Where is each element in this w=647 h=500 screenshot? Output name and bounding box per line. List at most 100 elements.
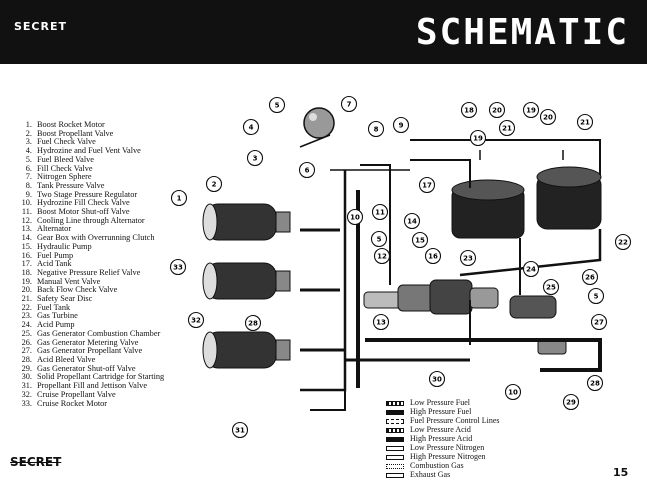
- fuel-tank: [536, 166, 602, 230]
- component-label: Hydrozine Fill Check Valve: [37, 198, 130, 208]
- component-label: Nitrogen Sphere: [37, 172, 92, 182]
- component-number: 31.: [21, 381, 32, 391]
- component-item: 30.Solid Propellant Cartridge for Starti…: [14, 373, 165, 382]
- callout-number: 5: [377, 236, 382, 244]
- component-label: Fuel Bleed Valve: [37, 154, 94, 164]
- line-key-label: Fuel Pressure Control Lines: [410, 416, 500, 425]
- component-item: 29. Gas Generator Shut-off Valve: [14, 363, 164, 374]
- component-number: 24.: [21, 320, 32, 330]
- callout-number: 8: [374, 126, 379, 134]
- component-number: 29.: [21, 363, 32, 373]
- callout-bubble: 21: [576, 113, 594, 131]
- component-label: Safety Sear Disc: [37, 294, 93, 304]
- component-number: 14.: [21, 233, 32, 243]
- component-label: Fill Check Valve: [37, 163, 93, 173]
- callout-bubble: 22: [614, 233, 632, 251]
- component-number: 16.: [21, 250, 32, 260]
- callout-bubble: 3: [246, 149, 264, 167]
- callout-number: 1: [177, 195, 182, 203]
- line-key-label: Low Pressure Acid: [410, 425, 471, 434]
- component-item: 9.Two Stage Pressure Regulator: [14, 190, 164, 200]
- component-number: 25.: [21, 328, 32, 338]
- callout-bubble: 28: [586, 374, 604, 392]
- line-key-row: Low Pressure Acid: [386, 425, 500, 434]
- component-item: 27.Gas Generator Propellant Valve: [14, 346, 164, 356]
- callout-bubble: 14: [403, 212, 421, 230]
- component-label: Gas Generator Combustion Chamber: [37, 328, 161, 338]
- callout-bubble: 29: [562, 393, 580, 411]
- callout-number: 31: [235, 427, 245, 435]
- component-label: Boost Rocket Motor: [37, 120, 105, 129]
- callout-bubble: 20: [488, 101, 506, 119]
- line-key-label: High Pressure Acid: [410, 434, 473, 443]
- component-label: Acid Bleed Valve: [37, 354, 96, 364]
- component-label: Cruise Rocket Motor: [37, 398, 108, 408]
- component-item: 20. Back Flow Check Valve: [14, 286, 164, 295]
- component-number: 12.: [21, 215, 32, 225]
- callout-bubble: 16: [424, 247, 442, 265]
- callout-bubble: 5: [268, 96, 286, 114]
- callout-number: 20: [543, 114, 553, 122]
- callout-number: 26: [585, 274, 595, 282]
- callout-bubble: 2: [205, 175, 223, 193]
- callout-number: 3: [253, 155, 258, 163]
- callout-number: 6: [305, 167, 310, 175]
- callout-bubble: 32: [187, 311, 205, 329]
- component-item: 4. Hydrozine and Fuel Vent Valve: [14, 146, 164, 156]
- callout-number: 15: [415, 237, 425, 245]
- component-item: 23.Gas Turbine: [14, 312, 164, 321]
- component-item: 3.Fuel Check Valve: [14, 138, 164, 147]
- callout-bubble: 1: [170, 189, 188, 207]
- callout-bubble: 10: [504, 383, 522, 401]
- cruise-rocket-motor-lower: [202, 331, 291, 369]
- component-item: 5. Fuel Bleed Valve: [14, 154, 164, 165]
- component-number: 26.: [21, 337, 32, 347]
- component-item: 24. Acid Pump: [14, 320, 164, 330]
- line-style-swatch: [386, 472, 404, 478]
- component-number: 5.: [25, 154, 32, 164]
- callout-number: 21: [502, 125, 512, 133]
- callout-bubble: 21: [498, 119, 516, 137]
- callout-number: 5: [275, 102, 280, 110]
- header-band: [0, 0, 647, 64]
- callout-bubble: 13: [372, 313, 390, 331]
- component-number: 20.: [21, 285, 32, 295]
- component-label: Tank Pressure Valve: [37, 180, 105, 190]
- callout-bubble: 18: [460, 101, 478, 119]
- callout-number: 21: [580, 119, 590, 127]
- line-key-row: High Pressure Nitrogen: [386, 452, 500, 461]
- callout-number: 2: [212, 181, 217, 189]
- component-number: 21.: [21, 294, 32, 304]
- component-number: 4.: [25, 146, 32, 156]
- callout-number: 22: [618, 239, 628, 247]
- component-label: Gas Turbine: [37, 311, 78, 321]
- callout-number: 12: [377, 253, 387, 261]
- callout-number: 32: [191, 317, 201, 325]
- component-label: Hydrozine and Fuel Vent Valve: [37, 146, 141, 156]
- component-label: Cruise Propellant Valve: [37, 389, 116, 399]
- component-label: Manual Vent Valve: [37, 276, 101, 286]
- component-number: 33.: [21, 398, 32, 408]
- callout-bubble: 23: [459, 249, 477, 267]
- component-label: Back Flow Check Valve: [37, 285, 118, 295]
- component-number: 28.: [21, 354, 32, 364]
- callout-number: 28: [248, 320, 258, 328]
- callout-bubble: 28: [244, 314, 262, 332]
- component-label: Cooling Line through Alternator: [37, 215, 145, 225]
- callout-number: 30: [432, 376, 442, 384]
- line-key-label: High Pressure Fuel: [410, 407, 472, 416]
- component-number: 32.: [21, 389, 32, 399]
- page-title: SCHEMATIC: [415, 12, 629, 53]
- component-label: Alternator: [37, 224, 72, 234]
- component-label: Gas Generator Shut-off Valve: [37, 363, 136, 373]
- component-label: Acid Pump: [37, 320, 75, 330]
- callout-bubble: 5: [587, 287, 605, 305]
- callout-bubble: 24: [522, 260, 540, 278]
- callout-bubble: 8: [367, 120, 385, 138]
- line-style-swatch: [386, 400, 404, 406]
- line-style-swatch: [386, 427, 404, 433]
- line-key-row: Low Pressure Fuel: [386, 398, 500, 407]
- component-label: Fuel Tank: [37, 302, 71, 312]
